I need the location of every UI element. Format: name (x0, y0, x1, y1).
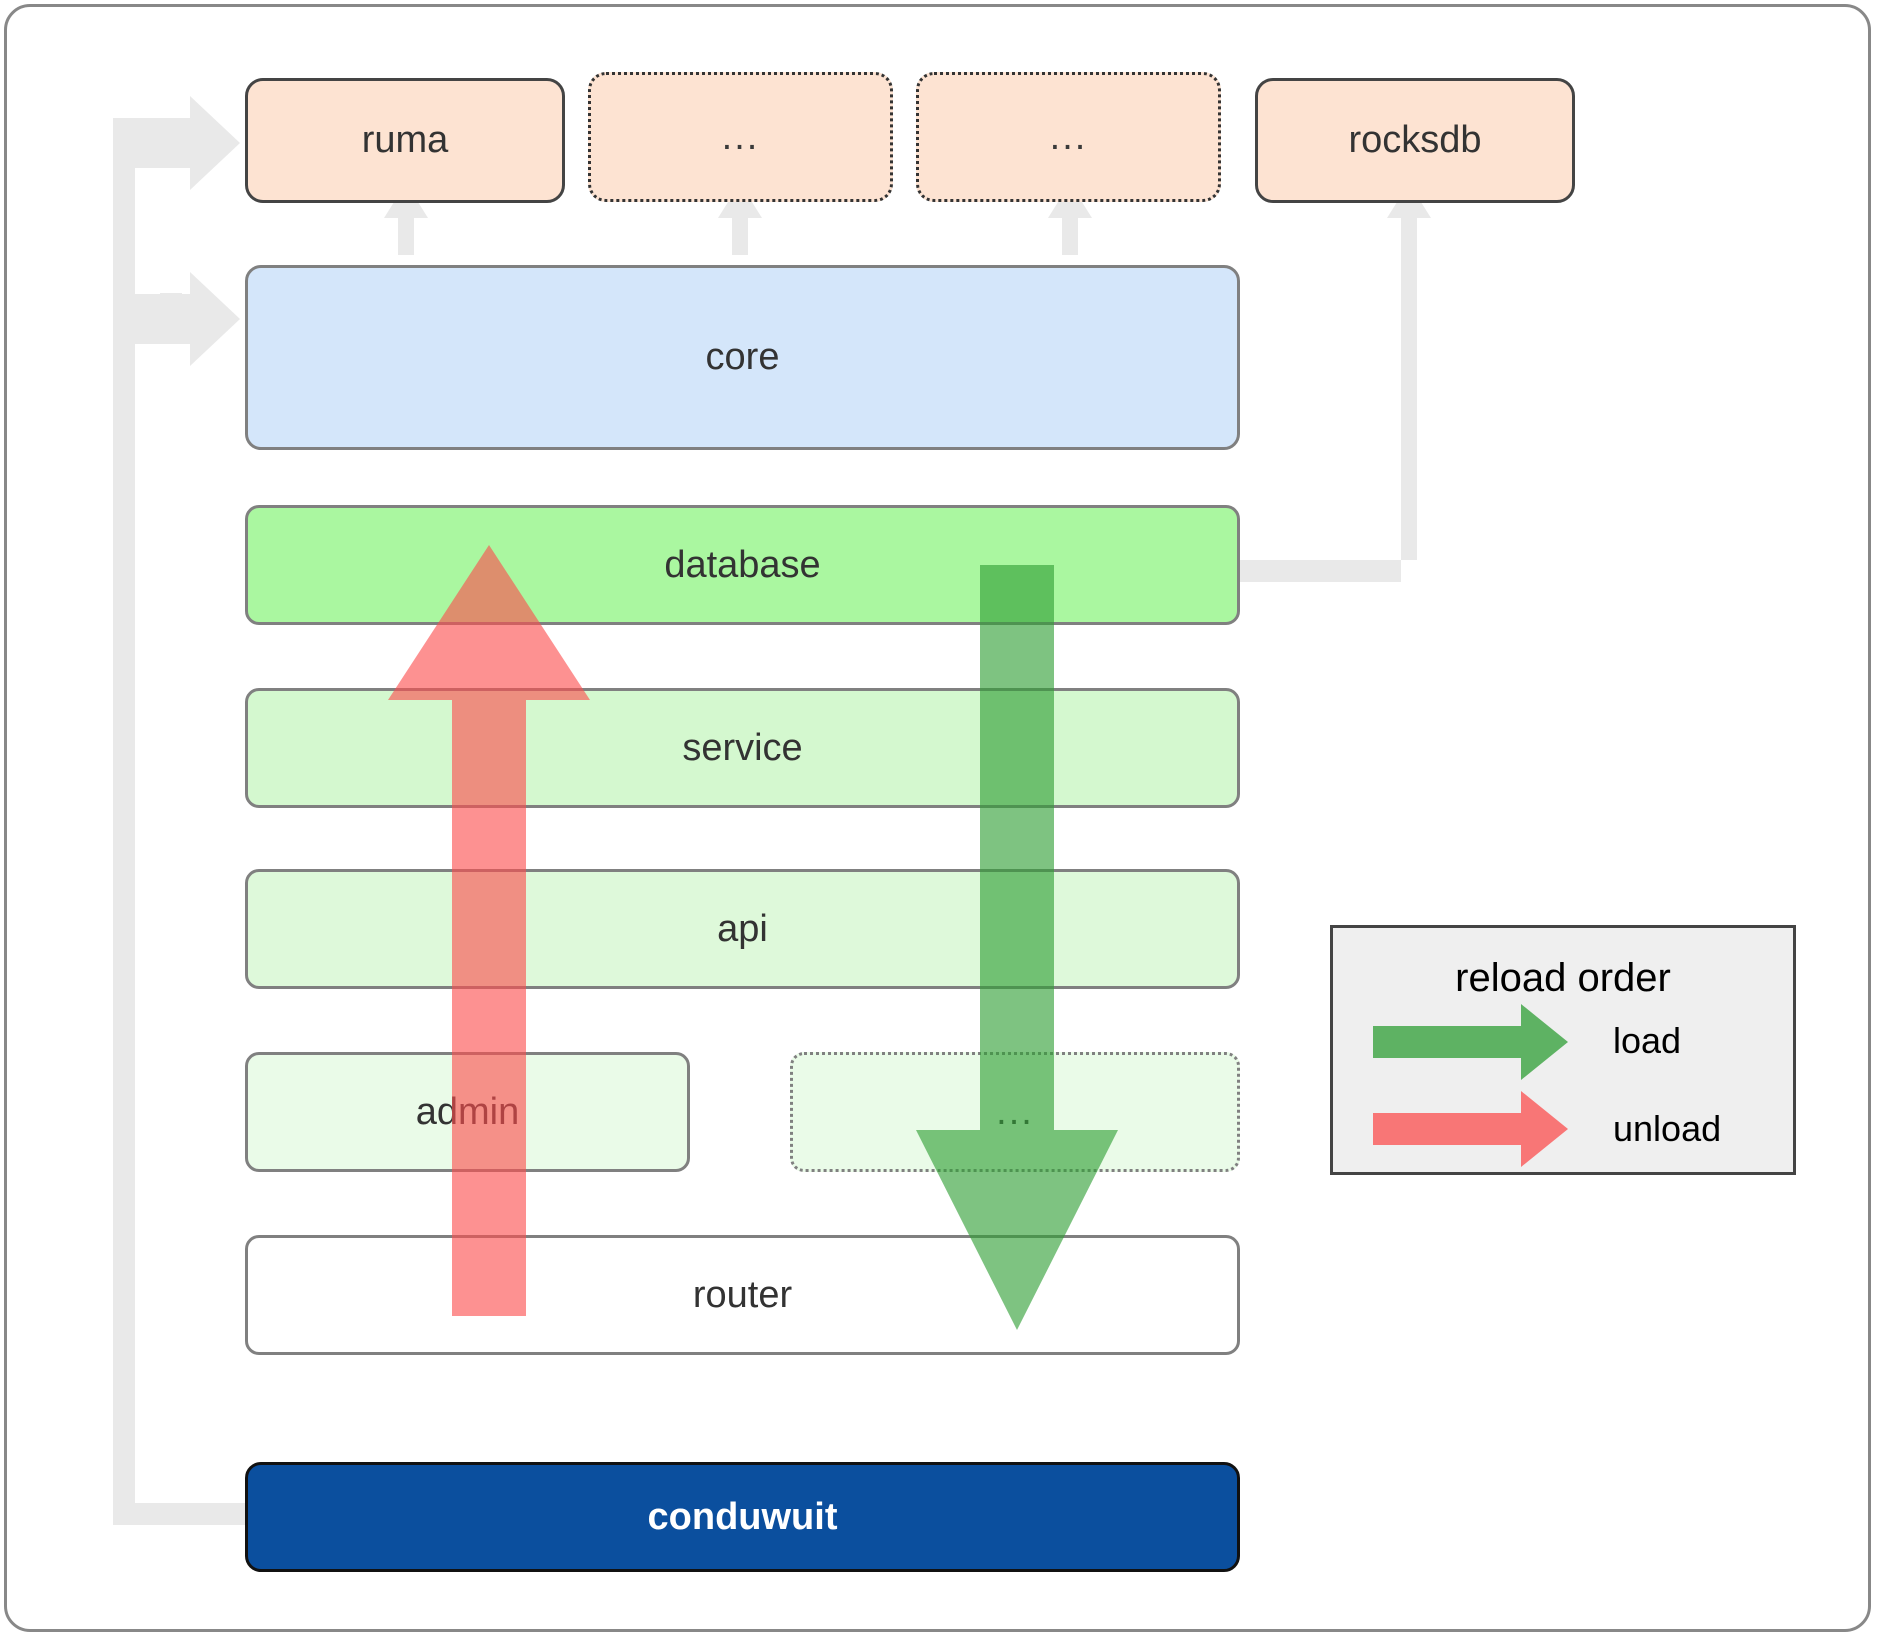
layer-box-router[interactable]: router (245, 1235, 1240, 1355)
dependency-box-rocksdb[interactable]: rocksdb (1255, 78, 1575, 203)
dependency-label: ... (721, 115, 760, 158)
layer-label: core (705, 336, 780, 378)
layer-label: api (717, 907, 768, 950)
layer-label: database (664, 543, 821, 586)
dependency-box-ellipsis-1[interactable]: ... (588, 72, 893, 202)
layer-label: router (692, 1273, 793, 1316)
dependency-box-ellipsis-2[interactable]: ... (916, 72, 1221, 202)
layer-box-api[interactable]: api (245, 869, 1240, 989)
root-label: conduwuit (647, 1495, 838, 1538)
legend-title: reload order (1455, 956, 1671, 1000)
load-arrow-icon (1373, 1004, 1568, 1080)
unload-arrow (388, 545, 590, 1316)
layer-box-database[interactable]: database (245, 505, 1240, 625)
legend-arrow-icons (1373, 1004, 1568, 1167)
dependency-label: ruma (361, 119, 449, 161)
legend-label-unload: unload (1613, 1108, 1722, 1149)
load-arrow (916, 565, 1118, 1330)
legend-label-load: load (1613, 1020, 1682, 1061)
root-box-conduwuit[interactable]: conduwuit (245, 1462, 1240, 1572)
unload-arrow-icon (1373, 1091, 1568, 1167)
dependency-label: rocksdb (1348, 119, 1482, 161)
layer-label: service (682, 726, 803, 769)
legend-panel: reload order load unload (1330, 925, 1796, 1175)
dependency-label: ... (1049, 115, 1088, 158)
dependency-box-ruma[interactable]: ruma (245, 78, 565, 203)
layer-box-service[interactable]: service (245, 688, 1240, 808)
layer-box-core[interactable]: core (245, 265, 1240, 450)
